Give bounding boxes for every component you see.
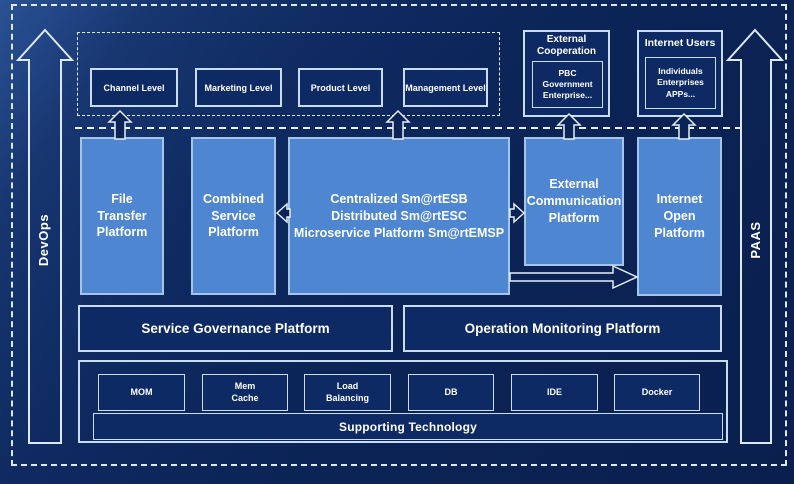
platform-combined-service: Combined Service Platform [191, 137, 276, 295]
platform-internet-open-label: Internet Open Platform [654, 192, 705, 240]
tech-label-db: DB [444, 386, 458, 397]
paas-label-text: PAAS [748, 221, 763, 259]
supporting-technology-bar: Supporting Technology [93, 413, 723, 440]
tech-label-mem-cache: Mem Cache [231, 381, 259, 403]
platform-file-transfer-label: File Transfer Platform [96, 191, 148, 240]
platform-combined-service-label: Combined Service Platform [202, 191, 265, 240]
external-cooperation-title-text: External Cooperation [537, 33, 596, 58]
platform-internet-open: Internet Open Platform [637, 137, 722, 296]
business-levels-container [77, 32, 500, 116]
platform-esb-line-1: Centralized Sm@rtESB [330, 191, 468, 206]
level-label-channel: Channel Level [103, 82, 165, 93]
tech-box-db: DB [408, 374, 494, 411]
platform-file-transfer: File Transfer Platform [80, 137, 164, 295]
tech-label-load-balancing: Load Balancing [325, 381, 369, 403]
tech-box-load-balancing: Load Balancing [304, 374, 391, 411]
supporting-technology-label: Supporting Technology [339, 419, 477, 434]
devops-label-text: DevOps [36, 213, 51, 267]
level-box-management: Management Level [403, 68, 488, 107]
level-label-product: Product Level [310, 82, 371, 93]
tech-label-docker: Docker [641, 386, 673, 397]
external-cooperation-member-box: PBC Government Enterprise... [532, 61, 603, 108]
service-governance-label: Service Governance Platform [141, 321, 330, 336]
tech-label-mom: MOM [130, 386, 153, 397]
level-label-marketing: Marketing Level [204, 82, 273, 93]
internet-users-member-box: Individuals Enterprises APPs... [645, 57, 716, 109]
internet-users-title: Internet Users [639, 36, 721, 50]
platform-esb-line-3: Microservice Platform Sm@rtEMSP [293, 225, 505, 240]
tech-box-mom: MOM [98, 374, 185, 411]
level-box-product: Product Level [298, 68, 383, 107]
tech-box-mem-cache: Mem Cache [202, 374, 288, 411]
level-label-management: Management Level [405, 82, 486, 93]
level-box-marketing: Marketing Level [195, 68, 282, 107]
internet-users-member-text: Individuals Enterprises APPs... [657, 66, 704, 99]
platform-external-communication: External Communication Platform [524, 137, 624, 266]
external-cooperation-title: External Cooperation [525, 33, 608, 59]
service-governance-platform: Service Governance Platform [78, 305, 393, 352]
internet-users-title-text: Internet Users [644, 37, 716, 49]
tech-box-docker: Docker [614, 374, 700, 411]
tech-box-ide: IDE [511, 374, 598, 411]
external-cooperation-member-text: PBC Government Enterprise... [542, 67, 593, 101]
paas-rail-label: PAAS [741, 200, 771, 280]
platform-external-communication-label: External Communication Platform [526, 177, 622, 225]
devops-rail-label: DevOps [29, 200, 59, 280]
operation-monitoring-platform: Operation Monitoring Platform [403, 305, 722, 352]
tech-label-ide: IDE [546, 386, 562, 397]
platform-esb: Centralized Sm@rtESB Distributed Sm@rtES… [288, 137, 510, 295]
outer-dashed-frame [11, 4, 787, 466]
platform-esb-line-2: Distributed Sm@rtESC [331, 208, 467, 223]
operation-monitoring-label: Operation Monitoring Platform [464, 321, 661, 336]
level-box-channel: Channel Level [90, 68, 178, 107]
